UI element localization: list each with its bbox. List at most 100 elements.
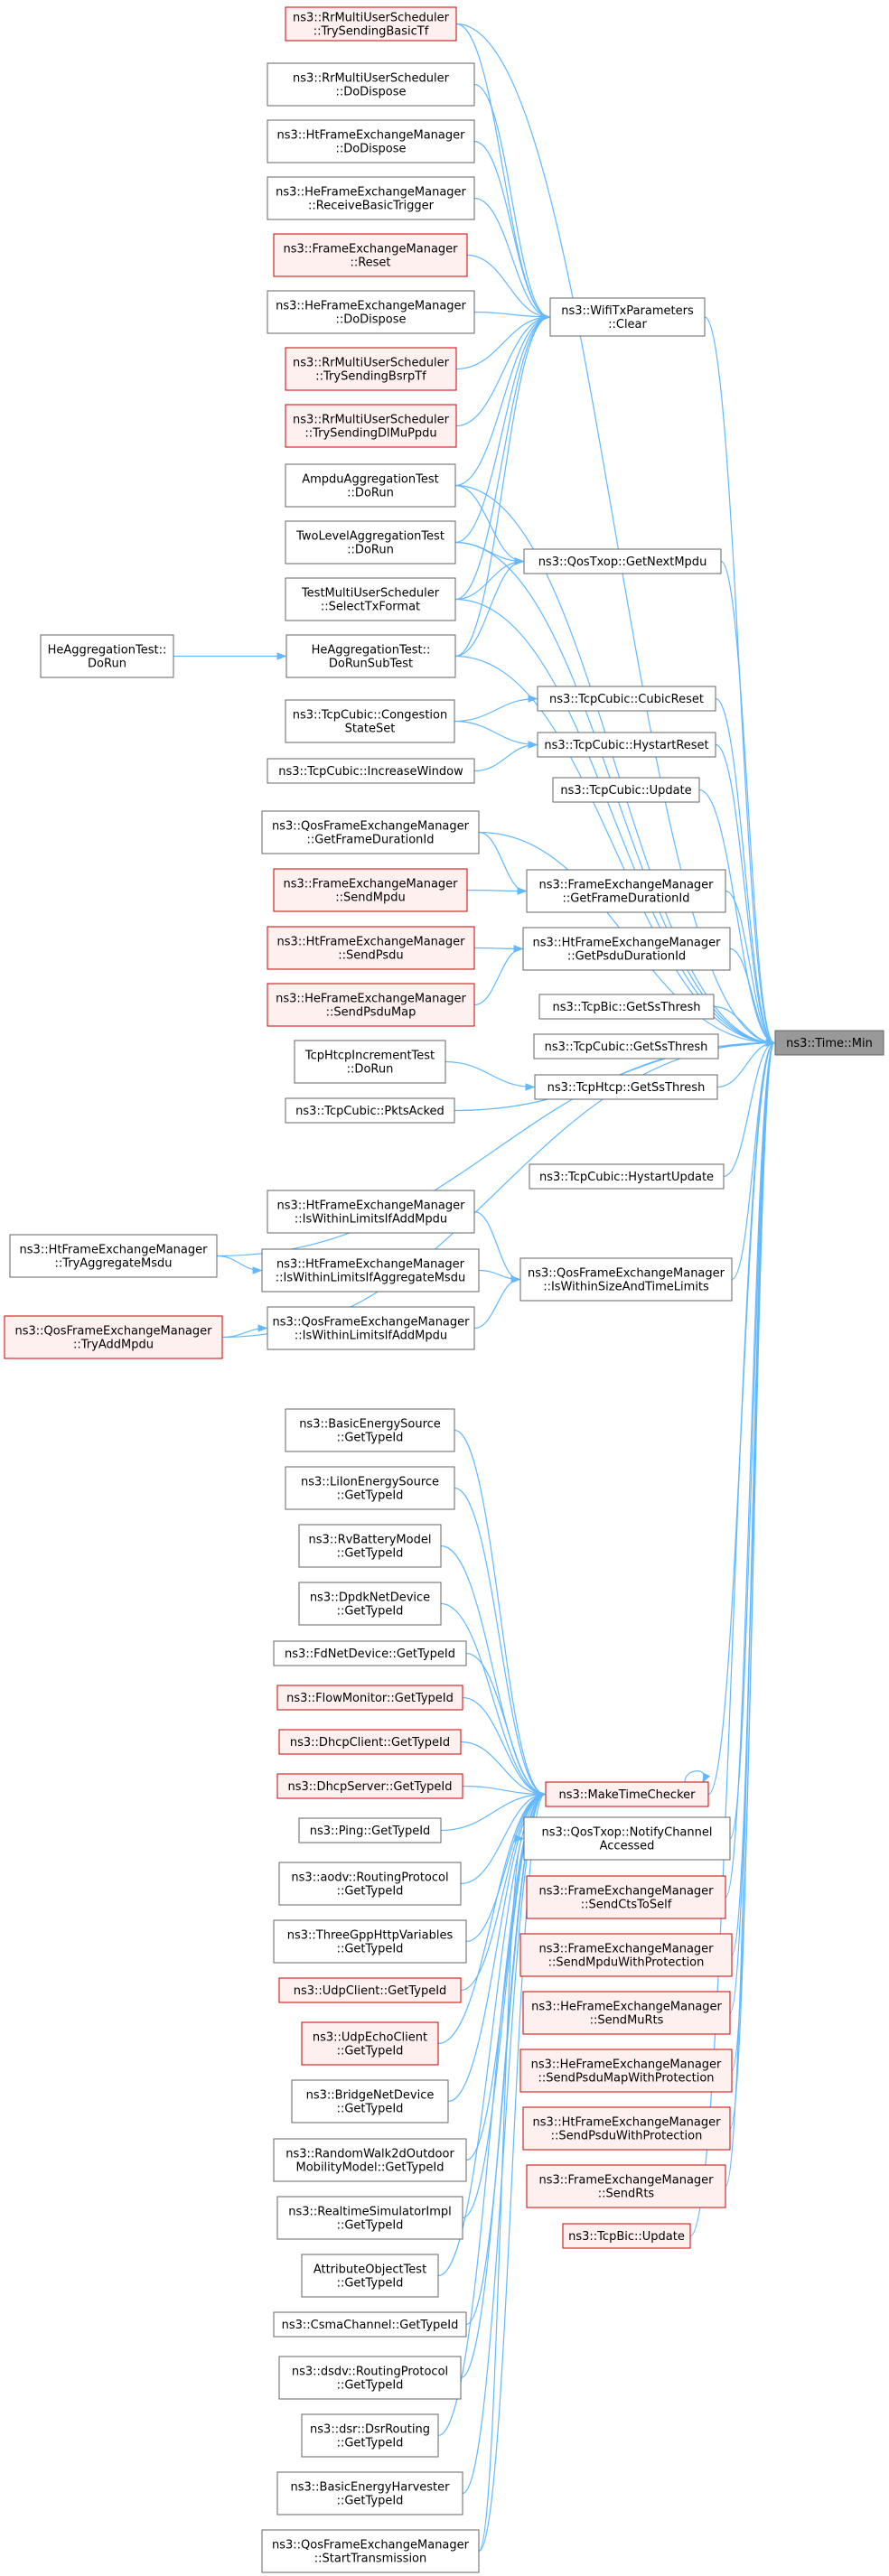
node-ns3-qosframeexchangemanager-tryaddmpdu[interactable]: ns3::QosFrameExchangeManager::TryAddMpdu	[4, 1315, 223, 1359]
node-ns3-udpechoclient-gettypeid[interactable]: ns3::UdpEchoClient::GetTypeId	[301, 2021, 439, 2066]
node-ns3-tcphtcp-getssthresh[interactable]: ns3::TcpHtcp::GetSsThresh	[534, 1074, 718, 1100]
node-ns3-frameexchangemanager-sendmpdu[interactable]: ns3::FrameExchangeManager::SendMpdu	[273, 868, 468, 912]
node-label-line: HeAggregationTest::	[48, 644, 167, 658]
edge-line	[473, 140, 550, 318]
node-ns3-basicenergysource-gettypeid[interactable]: ns3::BasicEnergySource::GetTypeId	[285, 1408, 455, 1452]
node-ns3-qosframeexchangemanager-getframedurationid[interactable]: ns3::QosFrameExchangeManager::GetFrameDu…	[261, 810, 480, 854]
node-box	[273, 868, 468, 912]
edge-line	[725, 1041, 775, 2188]
node-box	[278, 1862, 462, 1906]
node-ns3-tcpcubic-increasewindow[interactable]: ns3::TcpCubic::IncreaseWindow	[267, 758, 475, 784]
node-ns3-tcpcubic-update[interactable]: ns3::TcpCubic::Update	[552, 777, 700, 803]
node-ns3-heframeexchangemanager-sendmurts[interactable]: ns3::HeFrameExchangeManager::SendMuRts	[522, 1991, 731, 2035]
node-ns3-rrmultiuserscheduler-trysendingbsrptf[interactable]: ns3::RrMultiUserScheduler::TrySendingBsr…	[285, 347, 457, 391]
edge-line	[460, 1793, 546, 1992]
node-ns3-basicenergyharvester-gettypeid[interactable]: ns3::BasicEnergyHarvester::GetTypeId	[276, 2471, 463, 2515]
node-box	[261, 810, 480, 854]
node-ns3-heframeexchangemanager-sendpsdumap[interactable]: ns3::HeFrameExchangeManager::SendPsduMap	[267, 983, 475, 1027]
node-ns3-tcpcubic-hystartreset[interactable]: ns3::TcpCubic::HystartReset	[537, 732, 716, 758]
node-ns3-frameexchangemanager-getframedurationid[interactable]: ns3::FrameExchangeManager::GetFrameDurat…	[526, 869, 726, 913]
node-ns3-htframeexchangemanager-sendpsdu[interactable]: ns3::HtFrameExchangeManager::SendPsdu	[267, 926, 475, 970]
node-ns3-qostxop-getnextmpdu[interactable]: ns3::QosTxop::GetNextMpdu	[523, 548, 722, 574]
node-ns3-flowmonitor-gettypeid[interactable]: ns3::FlowMonitor::GetTypeId	[276, 1685, 463, 1711]
node-label-line: ns3::HeFrameExchangeManager	[276, 993, 466, 1006]
node-ns3-dhcpclient-gettypeid[interactable]: ns3::DhcpClient::GetTypeId	[278, 1729, 462, 1755]
node-ns3-wifitxparameters-clear[interactable]: ns3::WifiTxParameters::Clear	[549, 297, 706, 337]
node-label-line: ns3::RvBatteryModel	[309, 1534, 432, 1547]
node-ns3-dsr-dsrrouting-gettypeid[interactable]: ns3::dsr::DsrRouting::GetTypeId	[301, 2413, 439, 2458]
node-ns3-time-min[interactable]: ns3::Time::Min	[774, 1030, 884, 1056]
node-label-line: ns3::TcpCubic::Congestion	[293, 709, 447, 723]
node-box	[273, 1919, 467, 1964]
edge-line	[454, 484, 775, 1044]
node-label-line: MobilityModel::GetTypeId	[296, 2161, 444, 2175]
node-heaggregationtest-dorunsubtest[interactable]: HeAggregationTest::DoRunSubTest	[285, 634, 456, 678]
node-label-line: ns3::HtFrameExchangeManager	[277, 936, 466, 949]
node-ns3-dsdv-routingprotocol-gettypeid[interactable]: ns3::dsdv::RoutingProtocol::GetTypeId	[278, 2356, 462, 2400]
node-ns3-tcpcubic-cubicreset[interactable]: ns3::TcpCubic::CubicReset	[537, 686, 716, 712]
node-ns3-liionenergysource-gettypeid[interactable]: ns3::LiIonEnergySource::GetTypeId	[285, 1466, 455, 1510]
node-ns3-qosframeexchangemanager-starttransmission[interactable]: ns3::QosFrameExchangeManager::StartTrans…	[261, 2529, 480, 2573]
node-ns3-realtimesimulatorimpl-gettypeid[interactable]: ns3::RealtimeSimulatorImpl::GetTypeId	[276, 2196, 463, 2240]
node-attributeobjecttest-gettypeid[interactable]: AttributeObjectTest::GetTypeId	[301, 2254, 439, 2298]
node-ns3-htframeexchangemanager-iswithinlimitsifaggregatemsdu[interactable]: ns3::HtFrameExchangeManager::IsWithinLim…	[261, 1248, 480, 1293]
node-label-line: ns3::RrMultiUserScheduler	[293, 72, 450, 86]
node-ns3-frameexchangemanager-reset[interactable]: ns3::FrameExchangeManager::Reset	[273, 233, 468, 277]
node-ns3-aodv-routingprotocol-gettypeid[interactable]: ns3::aodv::RoutingProtocol::GetTypeId	[278, 1862, 462, 1906]
node-ns3-maketimechecker[interactable]: ns3::MakeTimeChecker	[545, 1781, 709, 1807]
node-label-line: ::SendPsduMapWithProtection	[538, 2072, 714, 2086]
node-label-line: ns3::TcpBic::Update	[568, 2230, 685, 2244]
edge-line	[454, 598, 775, 1044]
node-ns3-qosframeexchangemanager-iswithinsizeandtimelimits[interactable]: ns3::QosFrameExchangeManager::IsWithinSi…	[519, 1257, 733, 1302]
node-ns3-htframeexchangemanager-tryaggregatemsdu[interactable]: ns3::HtFrameExchangeManager::TryAggregat…	[9, 1234, 218, 1278]
node-label-line: ns3::DpdkNetDevice	[310, 1591, 430, 1605]
node-heaggregationtest-dorun[interactable]: HeAggregationTest::DoRun	[40, 634, 174, 678]
node-ns3-htframeexchangemanager-sendpsduwithprotection[interactable]: ns3::HtFrameExchangeManager::SendPsduWit…	[522, 2106, 731, 2151]
node-ns3-qosframeexchangemanager-iswithinlimitsifaddmpdu[interactable]: ns3::QosFrameExchangeManager::IsWithinLi…	[267, 1306, 475, 1350]
node-ns3-frameexchangemanager-sendmpduwithprotection[interactable]: ns3::FrameExchangeManager::SendMpduWithP…	[519, 1933, 733, 1977]
node-ns3-threegpphttpvariables-gettypeid[interactable]: ns3::ThreeGppHttpVariables::GetTypeId	[273, 1919, 467, 1964]
node-ns3-tcpcubic-pktsacked[interactable]: ns3::TcpCubic::PktsAcked	[285, 1097, 455, 1124]
node-testmultiuserscheduler-selecttxformat[interactable]: TestMultiUserScheduler::SelectTxFormat	[285, 577, 456, 621]
edge-arrowhead	[514, 1834, 525, 1843]
node-box	[519, 1933, 733, 1977]
node-ns3-rrmultiuserscheduler-dodispose[interactable]: ns3::RrMultiUserScheduler::DoDispose	[267, 62, 475, 107]
node-ns3-heframeexchangemanager-sendpsdumapwithprotection[interactable]: ns3::HeFrameExchangeManager::SendPsduMap…	[519, 2049, 733, 2093]
node-ns3-dhcpserver-gettypeid[interactable]: ns3::DhcpServer::GetTypeId	[276, 1773, 463, 1799]
node-ns3-fdnetdevice-gettypeid[interactable]: ns3::FdNetDevice::GetTypeId	[273, 1640, 467, 1666]
node-ampduaggregationtest-dorun[interactable]: AmpduAggregationTest::DoRun	[285, 463, 456, 508]
node-label-line: ns3::RrMultiUserScheduler	[293, 12, 450, 25]
node-ns3-rvbatterymodel-gettypeid[interactable]: ns3::RvBatteryModel::GetTypeId	[298, 1524, 442, 1568]
node-ns3-frameexchangemanager-sendrts[interactable]: ns3::FrameExchangeManager::SendRts	[526, 2164, 726, 2208]
node-ns3-csmachannel-gettypeid[interactable]: ns3::CsmaChannel::GetTypeId	[273, 2311, 467, 2338]
node-ns3-tcpcubic-getssthresh[interactable]: ns3::TcpCubic::GetSsThresh	[533, 1033, 719, 1059]
node-ns3-ping-gettypeid[interactable]: ns3::Ping::GetTypeId	[298, 1817, 442, 1843]
node-ns3-bridgenetdevice-gettypeid[interactable]: ns3::BridgeNetDevice::GetTypeId	[291, 2079, 449, 2123]
node-box	[285, 520, 456, 565]
node-label-line: ::TrySendingBsrpTf	[315, 370, 426, 384]
node-label-line: ::SendRts	[598, 2188, 655, 2201]
node-ns3-heframeexchangemanager-dodispose[interactable]: ns3::HeFrameExchangeManager::DoDispose	[267, 290, 475, 334]
node-label-line: ns3::TcpCubic::PktsAcked	[295, 1105, 444, 1118]
edge-line	[725, 890, 775, 1044]
node-ns3-tcpcubic-hystartupdate[interactable]: ns3::TcpCubic::HystartUpdate	[529, 1163, 725, 1190]
node-ns3-htframeexchangemanager-iswithinlimitsifaddmpdu[interactable]: ns3::HtFrameExchangeManager::IsWithinLim…	[267, 1190, 475, 1234]
node-ns3-htframeexchangemanager-getpsdudurationid[interactable]: ns3::HtFrameExchangeManager::GetPsduDura…	[522, 927, 731, 971]
node-ns3-rrmultiuserscheduler-trysendingdlmuppdu[interactable]: ns3::RrMultiUserScheduler::TrySendingDlM…	[285, 404, 457, 448]
node-ns3-frameexchangemanager-sendctstoself[interactable]: ns3::FrameExchangeManager::SendCtsToSelf	[526, 1875, 726, 1919]
node-ns3-udpclient-gettypeid[interactable]: ns3::UdpClient::GetTypeId	[278, 1977, 462, 2003]
node-ns3-tcpbic-getssthresh[interactable]: ns3::TcpBic::GetSsThresh	[538, 994, 715, 1020]
node-ns3-dpdknetdevice-gettypeid[interactable]: ns3::DpdkNetDevice::GetTypeId	[298, 1582, 442, 1626]
node-twolevelaggregationtest-dorun[interactable]: TwoLevelAggregationTest::DoRun	[285, 520, 456, 565]
node-ns3-randomwalk2doutdoormobilitymodel-gettypeid[interactable]: ns3::RandomWalk2dOutdoorMobilityModel::G…	[273, 2138, 467, 2182]
node-label-line: ::GetTypeId	[337, 1432, 404, 1445]
node-ns3-rrmultiuserscheduler-trysendingbasictf[interactable]: ns3::RrMultiUserScheduler::TrySendingBas…	[285, 6, 457, 42]
node-ns3-tcpbic-update[interactable]: ns3::TcpBic::Update	[562, 2223, 691, 2249]
node-label-line: ::GetTypeId	[337, 2103, 404, 2116]
node-ns3-htframeexchangemanager-dodispose[interactable]: ns3::HtFrameExchangeManager::DoDispose	[267, 119, 475, 163]
node-tcphtcpincrementtest-dorun[interactable]: TcpHtcpIncrementTest::DoRun	[294, 1040, 446, 1084]
node-ns3-heframeexchangemanager-receivebasictrigger[interactable]: ns3::HeFrameExchangeManager::ReceiveBasi…	[267, 176, 475, 220]
